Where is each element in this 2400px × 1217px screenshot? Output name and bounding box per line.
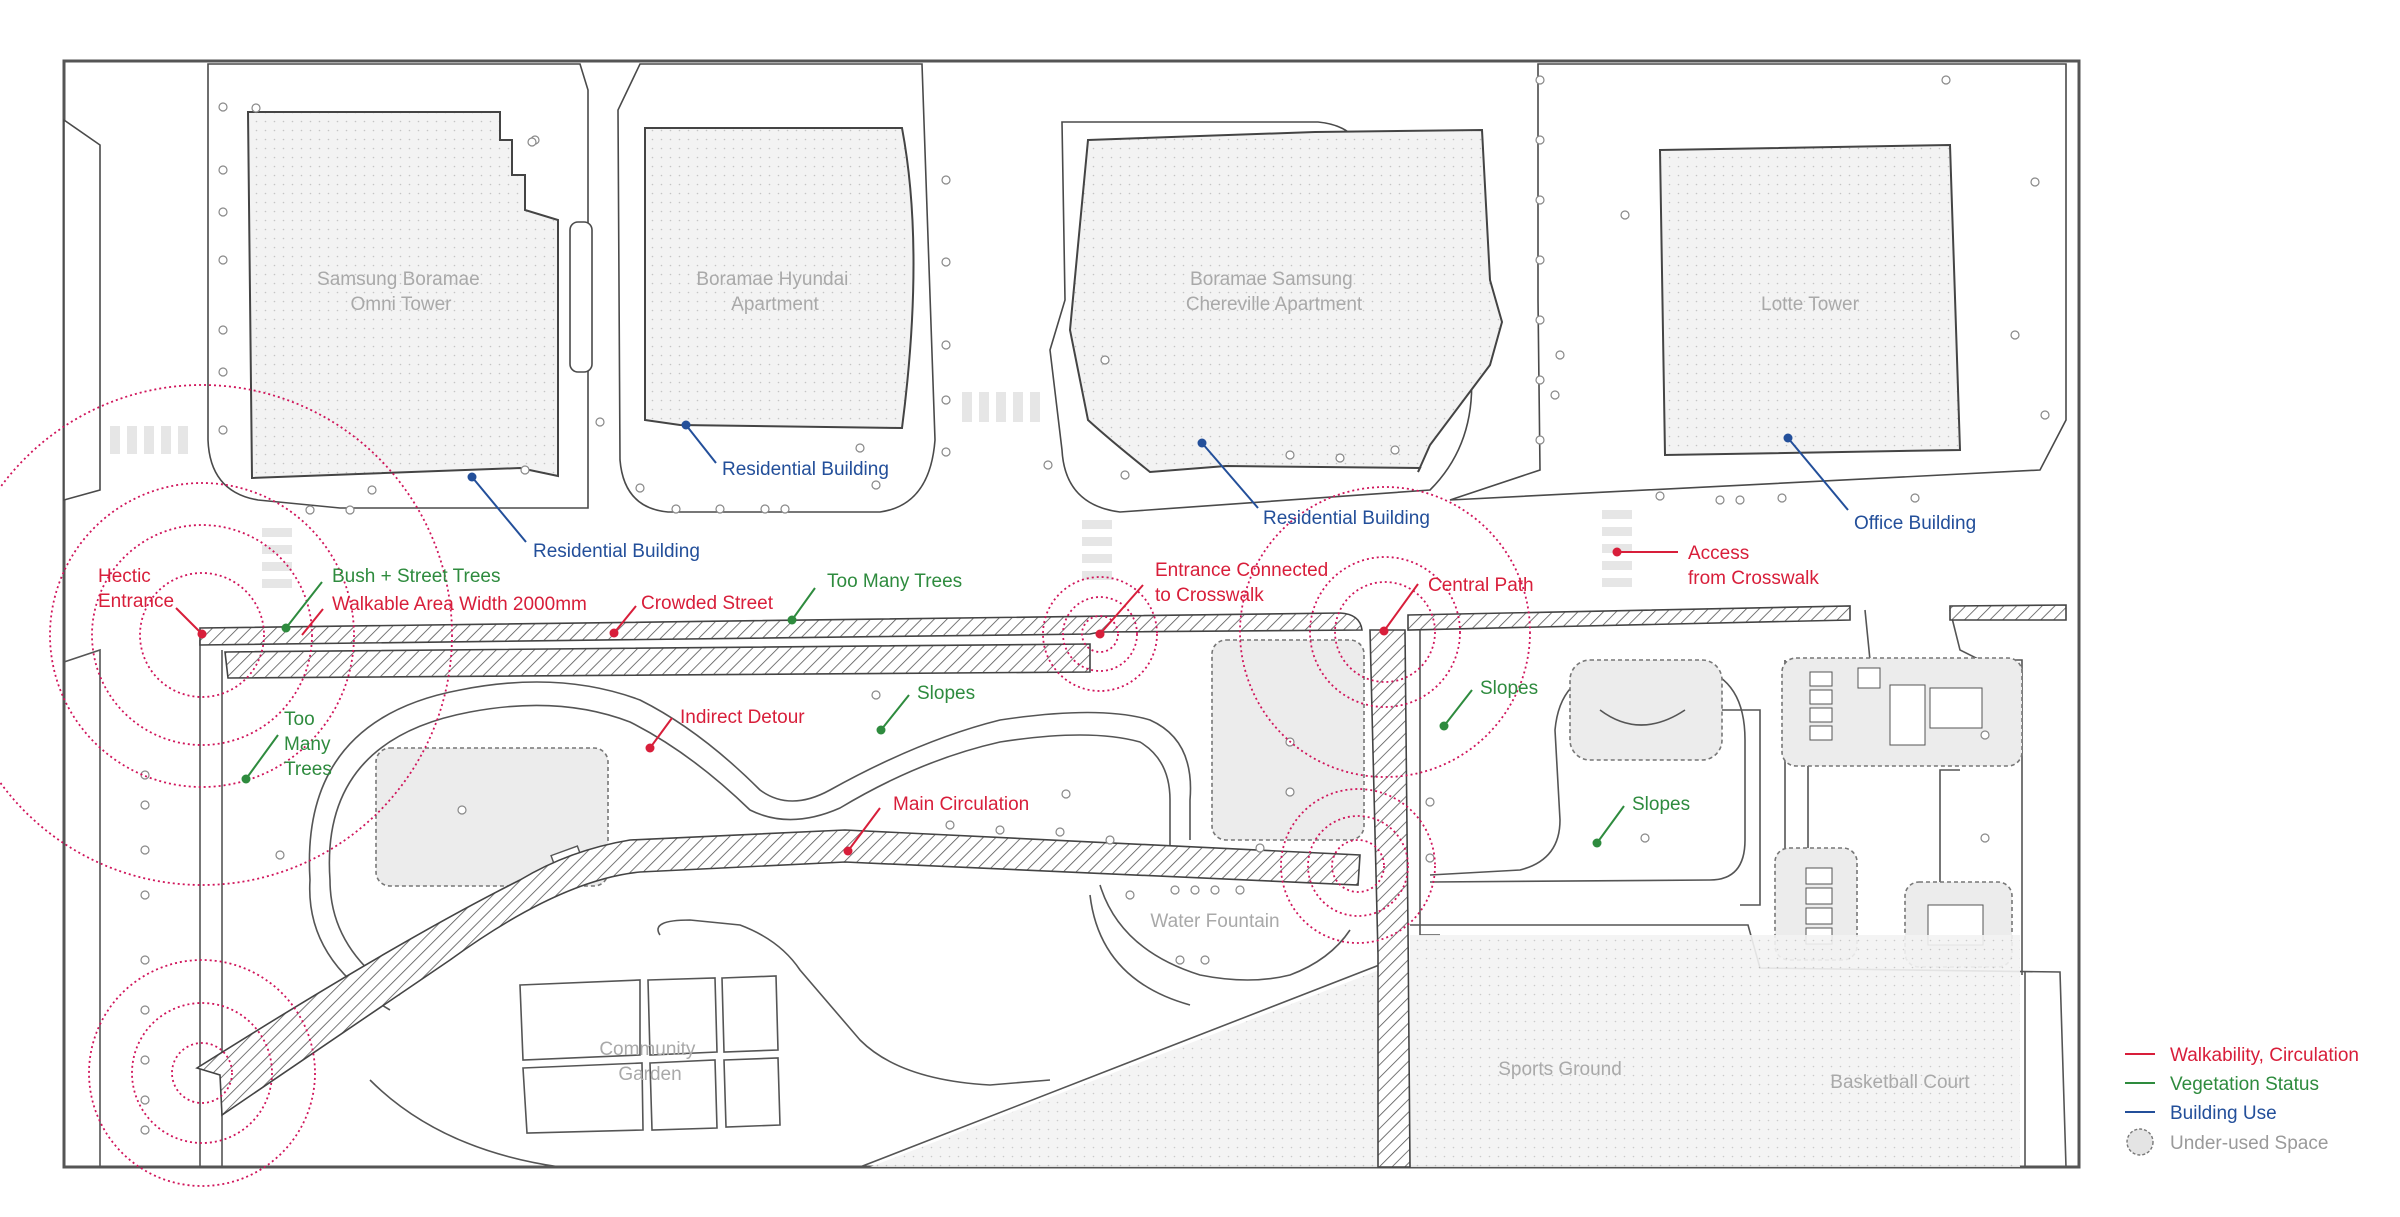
label-samsung-omni-line2: Omni Tower [350, 294, 452, 315]
too-many-trees-top-label: Too Many Trees [827, 571, 962, 592]
entrance-crosswalk-line2: to Crosswalk [1155, 585, 1264, 606]
annotation-residential-3: Residential Building [1197, 438, 1430, 529]
label-water-fountain: Water Fountain [1150, 911, 1279, 932]
slopes-3-label: Slopes [1632, 794, 1690, 815]
annotation-bush-street-trees: Bush + Street Trees [281, 566, 500, 633]
annotation-slopes-2: Slopes [1439, 678, 1538, 731]
too-many-trees-left-line2: Many [284, 734, 331, 755]
annotation-access-crosswalk: Access from Crosswalk [1612, 543, 1819, 589]
label-samsung-omni: Samsung Boramae Omni Tower [317, 269, 485, 315]
label-chereville-line2: Chereville Apartment [1186, 294, 1363, 315]
annotation-walkable-width: Walkable Area Width 2000mm [301, 594, 587, 636]
hatched-walkways [195, 604, 2067, 1168]
residential-3-label: Residential Building [1263, 508, 1430, 529]
annotation-main-circulation: Main Circulation [843, 794, 1029, 856]
label-lotte: Lotte Tower [1761, 294, 1860, 315]
lawn-area [870, 960, 1405, 1167]
legend: Walkability, Circulation Vegetation Stat… [2125, 1045, 2359, 1156]
place-labels: Samsung Boramae Omni Tower Boramae Hyund… [317, 269, 1970, 1093]
annotation-too-many-trees-top: Too Many Trees [787, 571, 962, 625]
annotation-slopes-1: Slopes [876, 683, 975, 735]
label-basketball-court: Basketball Court [1830, 1072, 1970, 1093]
bush-street-trees-label: Bush + Street Trees [332, 566, 500, 587]
central-path-label: Central Path [1428, 575, 1534, 596]
issue-rings [0, 384, 1531, 1187]
annotation-entrance-crosswalk: Entrance Connected to Crosswalk [1095, 560, 1334, 639]
legend-under-used-label: Under-used Space [2170, 1133, 2328, 1154]
label-hyundai-apt-line1: Boramae Hyundai [696, 269, 848, 290]
legend-walkability-label: Walkability, Circulation [2170, 1045, 2359, 1066]
label-hyundai-apt: Boramae Hyundai Apartment [696, 269, 853, 315]
label-hyundai-apt-line2: Apartment [731, 294, 819, 315]
label-samsung-omni-line1: Samsung Boramae [317, 269, 480, 290]
legend-vegetation-label: Vegetation Status [2170, 1074, 2319, 1095]
label-chereville-line1: Boramae Samsung [1190, 269, 1353, 290]
entrance-crosswalk-line1: Entrance Connected [1155, 560, 1328, 581]
annotations: Hectic Entrance Walkable Area Width 2000… [98, 420, 1976, 856]
svg-text:Entrance Connected to: Entrance Connected to Crosswalk [1155, 560, 1334, 606]
hectic-entrance-line1: Hectic [98, 566, 151, 587]
legend-building-label: Building Use [2170, 1103, 2277, 1124]
label-chereville: Boramae Samsung Chereville Apartment [1186, 269, 1363, 315]
residential-2-label: Residential Building [722, 459, 889, 480]
too-many-trees-left-line3: Trees [284, 759, 332, 780]
annotation-central-path: Central Path [1379, 575, 1534, 636]
legend-walkability: Walkability, Circulation [2125, 1045, 2359, 1066]
svg-text:Access from Crosswalk: Access from Crosswalk [1688, 543, 1819, 589]
annotation-residential-1: Residential Building [467, 472, 700, 562]
annotation-indirect-detour: Indirect Detour [645, 707, 805, 753]
label-community-garden: Community Garden [599, 1039, 700, 1085]
crowded-street-label: Crowded Street [641, 593, 774, 614]
annotation-crowded-street: Crowded Street [609, 593, 774, 638]
community-garden [519, 975, 781, 1134]
slopes-2-label: Slopes [1480, 678, 1538, 699]
annotation-slopes-3: Slopes [1592, 794, 1690, 848]
slopes-1-label: Slopes [917, 683, 975, 704]
legend-vegetation: Vegetation Status [2125, 1074, 2319, 1095]
main-circulation-label: Main Circulation [893, 794, 1029, 815]
building-lotte [1658, 143, 1962, 457]
label-community-garden-line1: Community [599, 1039, 696, 1060]
label-sports-ground: Sports Ground [1498, 1059, 1622, 1080]
annotation-too-many-trees-left: Too Many Trees [241, 709, 336, 784]
indirect-detour-label: Indirect Detour [680, 707, 805, 728]
label-community-garden-line2: Garden [618, 1064, 681, 1085]
svg-text:Hectic Entrance: Hectic Entrance [98, 566, 174, 612]
sports-ground-area [1410, 935, 2020, 1167]
legend-under-used: Under-used Space [2126, 1128, 2328, 1156]
office-building-label: Office Building [1854, 513, 1976, 534]
annotation-office-building: Office Building [1783, 433, 1976, 534]
building-hyundai-apt [644, 127, 915, 430]
residential-1-label: Residential Building [533, 541, 700, 562]
annotation-residential-2: Residential Building [681, 420, 889, 480]
access-crosswalk-line1: Access [1688, 543, 1749, 564]
annotation-hectic-entrance: Hectic Entrance [98, 566, 207, 639]
too-many-trees-left-line1: Too [284, 709, 315, 730]
walkable-width-label: Walkable Area Width 2000mm [332, 594, 587, 615]
building-chereville [1068, 128, 1504, 474]
hectic-entrance-line2: Entrance [98, 591, 174, 612]
buildings [246, 111, 1962, 480]
svg-text:Too Many Trees: Too Many Trees [284, 709, 336, 780]
legend-building: Building Use [2125, 1103, 2277, 1124]
building-samsung-omni [246, 111, 559, 480]
trees [140, 75, 2050, 1135]
access-crosswalk-line2: from Crosswalk [1688, 568, 1819, 589]
